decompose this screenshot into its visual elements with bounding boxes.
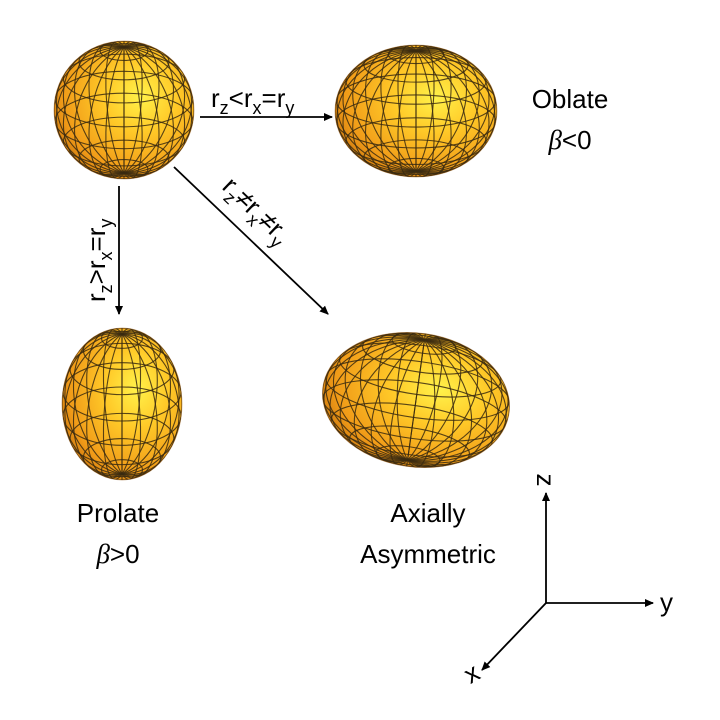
arrow-to-triaxial: [173, 166, 329, 315]
triaxial-condition-label: rz≠rx≠ry: [213, 171, 296, 253]
oblate-beta-condition: β<0: [547, 125, 591, 155]
prolate-condition-label: rz>rx=ry: [81, 219, 116, 302]
prolate-name: Prolate: [77, 498, 159, 528]
y-axis-label: y: [660, 587, 673, 617]
x-axis: [481, 602, 547, 671]
prolate-shape: [61, 327, 183, 481]
oblate-condition-label: rz<rx=ry: [211, 83, 294, 118]
triaxial-name-line2: Asymmetric: [360, 539, 496, 569]
coordinate-axes: z y x: [458, 474, 673, 690]
z-axis-label: z: [531, 474, 561, 487]
sphere-shape: [53, 40, 195, 180]
oblate-shape: [334, 44, 498, 178]
prolate-beta-condition: β>0: [95, 539, 139, 569]
x-axis-label: x: [458, 657, 484, 689]
oblate-name: Oblate: [532, 84, 609, 114]
triaxial-name-line1: Axially: [390, 498, 465, 528]
triaxial-shape: [321, 331, 511, 469]
